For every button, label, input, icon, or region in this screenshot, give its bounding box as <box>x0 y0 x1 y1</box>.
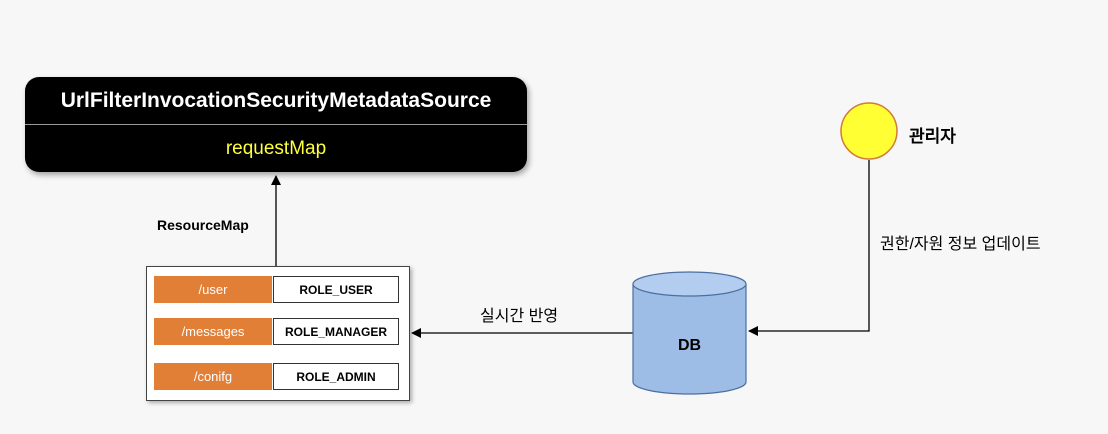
db-label: DB <box>677 337 702 354</box>
sync-edge-label: 실시간 반영 <box>480 308 559 325</box>
resource-map-label: ResourceMap <box>157 217 249 233</box>
request-map-label: requestMap <box>225 137 327 159</box>
admin-label: 관리자 <box>909 127 956 146</box>
role-cell-manager: ROLE_MANAGER <box>273 318 399 345</box>
resource-map-table: /user ROLE_USER /messages ROLE_MANAGER /… <box>146 266 410 401</box>
update-edge-label: 권한/자원 정보 업데이트 <box>880 236 1041 253</box>
metadata-source-box: UrlFilterInvocationSecurityMetadataSourc… <box>25 77 527 172</box>
role-cell-user: ROLE_USER <box>273 276 399 303</box>
url-cell-config: /conifg <box>154 363 272 390</box>
metadata-source-title: UrlFilterInvocationSecurityMetadataSourc… <box>60 88 492 112</box>
metadata-source-divider <box>25 124 527 125</box>
db-cylinder-icon <box>632 271 747 395</box>
role-cell-admin: ROLE_ADMIN <box>273 363 399 390</box>
url-cell-messages: /messages <box>154 318 272 345</box>
admin-to-db-arrow <box>748 160 870 336</box>
url-cell-user: /user <box>154 276 272 303</box>
admin-circle-icon <box>840 102 898 160</box>
